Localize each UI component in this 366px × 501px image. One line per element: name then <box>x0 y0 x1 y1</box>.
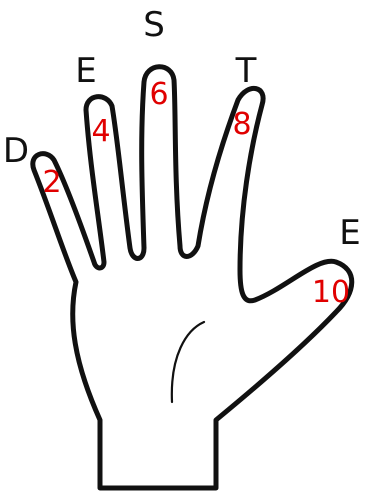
finger-letter-4: T <box>235 51 257 91</box>
finger-number-4: 8 <box>232 107 251 142</box>
hand-outline <box>33 67 352 488</box>
finger-letter-2: E <box>75 51 96 91</box>
finger-number-1: 2 <box>42 165 61 200</box>
finger-letter-5: E <box>339 213 360 253</box>
finger-number-5: 10 <box>312 275 350 310</box>
finger-letter-1: D <box>3 131 29 171</box>
finger-number-2: 4 <box>91 114 110 149</box>
finger-letter-3: S <box>143 5 165 45</box>
finger-number-3: 6 <box>149 77 168 112</box>
